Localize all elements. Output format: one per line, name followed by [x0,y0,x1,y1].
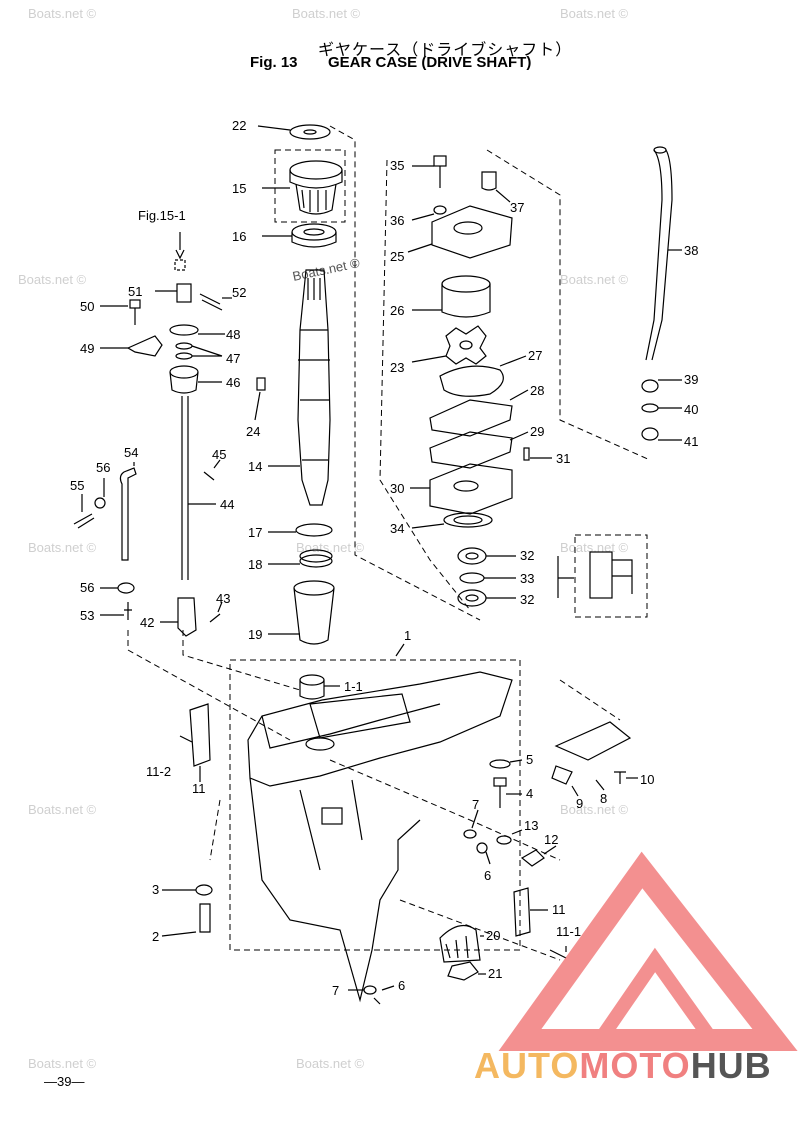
callout-4: 4 [526,786,534,801]
callout-16: 16 [232,229,247,244]
callout-42: 42 [140,615,155,630]
watermark: Boats.net © [560,272,629,287]
callout-6-bottom: 6 [398,978,406,993]
callout-22: 22 [232,118,247,133]
watermark: Boats.net © [560,802,629,817]
watermark: Boats.net © [28,6,97,21]
callout-53: 53 [80,608,95,623]
callout-5: 5 [526,752,534,767]
callout-10: 10 [640,772,655,787]
callout-15: 15 [232,181,247,196]
callout-50: 50 [80,299,95,314]
callout-45: 45 [212,447,227,462]
callout-37: 37 [510,200,525,215]
callout-31: 31 [556,451,571,466]
callout-11-2: 11-2 [146,764,172,779]
callout-32-lower: 32 [520,592,535,607]
watermark: Boats.net © [560,540,629,555]
callout-33: 33 [520,571,535,586]
callout-7: 7 [472,797,480,812]
watermark: Boats.net © [296,540,365,555]
callout-23: 23 [390,360,405,375]
callout-18: 18 [248,557,263,572]
callout-27: 27 [528,348,543,363]
callout-54: 54 [124,445,139,460]
callout-29: 29 [530,424,545,439]
callout-55: 55 [70,478,85,493]
callout-56-lower: 56 [80,580,95,595]
title-japanese: ギヤケース（ドライブシャフト） [318,40,573,59]
callout-2: 2 [152,929,160,944]
watermark: Boats.net © [18,272,87,287]
callout-51: 51 [128,284,143,299]
callout-3: 3 [152,882,160,897]
callout-25: 25 [390,249,405,264]
figure-number: Fig. 13 [250,54,298,71]
callout-17: 17 [248,525,263,540]
callout-44: 44 [220,497,235,512]
callout-28: 28 [530,383,545,398]
watermark: Boats.net © [560,6,629,21]
callout-35: 35 [390,158,405,173]
callout-46: 46 [226,375,241,390]
callout-9: 9 [576,796,584,811]
callout-49: 49 [80,341,95,356]
callout-48: 48 [226,327,241,342]
page-title: GEAR CASE (DRIVE SHAFT) [328,54,532,71]
logo-wordmark: AUTOMOTOHUB [474,1045,772,1086]
callout-6: 6 [484,868,492,883]
callout-26: 26 [390,303,405,318]
callout-40: 40 [684,402,699,417]
watermark: Boats.net © [28,802,97,817]
callout-30: 30 [390,481,405,496]
callout-36: 36 [390,213,405,228]
logo-mark [498,851,798,1051]
callout-11-right: 11 [552,902,566,917]
callout-12: 12 [544,832,559,847]
page-number: —39— [44,1074,85,1089]
callout-14: 14 [248,459,263,474]
callout-8: 8 [600,791,608,806]
callout-41: 41 [684,434,699,449]
callout-1-1: 1-1 [344,679,363,694]
callout-32: 32 [520,548,535,563]
callout-38: 38 [684,243,699,258]
callout-19: 19 [248,627,263,642]
callout-43: 43 [216,591,231,606]
callout-1: 1 [404,628,412,643]
watermark: Boats.net © [28,1056,97,1071]
callout-fig-15-1: Fig.15-1 [138,208,186,223]
callout-13: 13 [524,818,539,833]
callout-20: 20 [486,928,501,943]
callout-39: 39 [684,372,699,387]
callout-24: 24 [246,424,261,439]
callout-56: 56 [96,460,111,475]
callout-52: 52 [232,285,247,300]
watermark: Boats.net © [292,6,361,21]
callout-21: 21 [488,966,503,981]
callout-11-1: 11-1 [556,924,582,939]
callout-34: 34 [390,521,405,536]
watermark: Boats.net © [296,1056,365,1071]
callout-7-bottom: 7 [332,983,340,998]
watermark: Boats.net © [28,540,97,555]
callout-11: 11 [192,781,206,796]
callout-47: 47 [226,351,241,366]
